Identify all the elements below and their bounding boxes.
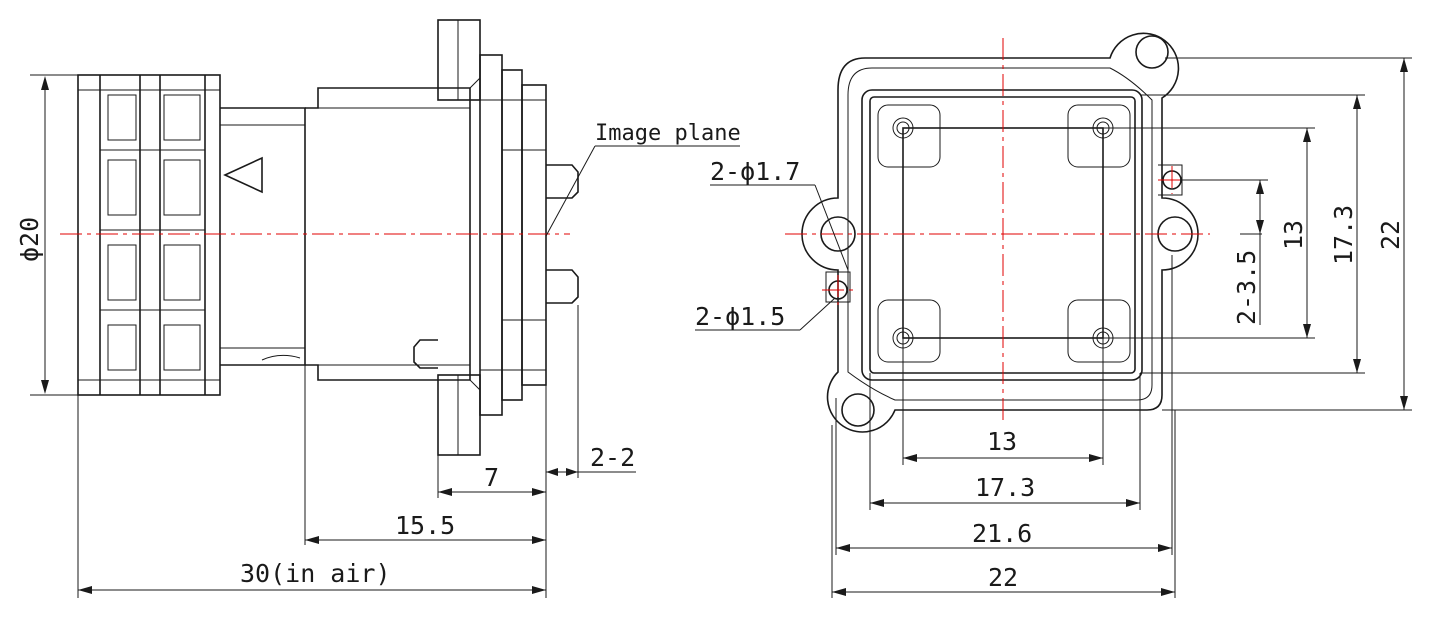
hole-callouts: 2-ϕ1.7 2-ϕ1.5 [695, 157, 849, 331]
dim-bottom-17-3-label: 17.3 [975, 473, 1035, 502]
dim-right-22-label: 22 [1376, 220, 1405, 250]
dim-right-13-label: 13 [1279, 220, 1308, 250]
dim-right-3-5-label: 2-3.5 [1232, 250, 1261, 325]
triangle-marker-icon [223, 156, 263, 194]
mounting-holes [820, 35, 1193, 427]
front-bottom-dimensions: 13 17.3 21.6 22 [831, 255, 1176, 598]
dim-15-5-label: 15.5 [395, 511, 455, 540]
image-plane-callout: Image plane [545, 121, 741, 237]
dim-7-label: 7 [484, 463, 499, 492]
housing-frame [861, 89, 1143, 381]
flange-outline [801, 32, 1199, 433]
diameter-dimension: ϕ20 [15, 74, 78, 396]
dim-bottom-22-label: 22 [988, 563, 1018, 592]
front-right-dimensions: 2-3.5 13 17.3 22 [1103, 57, 1412, 411]
side-view: Image plane ϕ20 2-2 [15, 19, 741, 598]
front-view: 2-ϕ1.7 2-ϕ1.5 13 17.3 2 [695, 32, 1412, 598]
dim-bottom-21-6-label: 21.6 [972, 519, 1032, 548]
mounting-flange [413, 19, 579, 456]
hole-label-1-5: 2-ϕ1.5 [695, 302, 785, 331]
lens-barrel [77, 74, 263, 396]
image-plane-label: Image plane [595, 121, 741, 146]
dim-2-2-label: 2-2 [590, 443, 635, 472]
dim-30-label: 30(in air) [240, 559, 391, 588]
dim-right-17-3-label: 17.3 [1329, 205, 1358, 265]
diameter-label: ϕ20 [15, 217, 44, 262]
hole-label-1-7: 2-ϕ1.7 [710, 157, 800, 186]
side-horizontal-dimensions: 2-2 7 15.5 30(in air) [77, 305, 636, 598]
dim-bottom-13-label: 13 [987, 427, 1017, 456]
barrel-neck [220, 107, 306, 366]
